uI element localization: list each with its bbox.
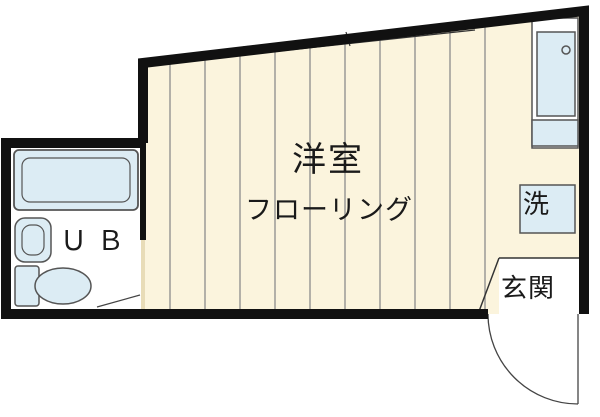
bathtub — [13, 149, 139, 211]
washer-space-label: 洗 — [523, 190, 550, 220]
room-floor — [143, 11, 584, 314]
kitchen-stove — [531, 119, 579, 147]
kitchen-sink — [536, 31, 576, 117]
sink-drain-icon — [561, 45, 571, 55]
bathtub-inner — [21, 157, 131, 203]
flooring-label: フローリング — [245, 195, 413, 226]
entrance-step — [477, 257, 500, 315]
entrance-label: 玄関 — [501, 274, 556, 304]
bath-door-leaf — [96, 294, 141, 308]
flooring-lines — [169, 11, 486, 314]
washbasin-bowl — [21, 224, 45, 256]
toilet-bowl — [34, 267, 92, 305]
entrance-floor — [499, 258, 579, 314]
washer-space-box — [519, 184, 576, 234]
walls — [1, 5, 589, 319]
unit-bath-label: ＵＢ — [60, 226, 134, 257]
room-name-label: 洋室 — [292, 140, 364, 180]
entrance-door — [487, 313, 579, 405]
